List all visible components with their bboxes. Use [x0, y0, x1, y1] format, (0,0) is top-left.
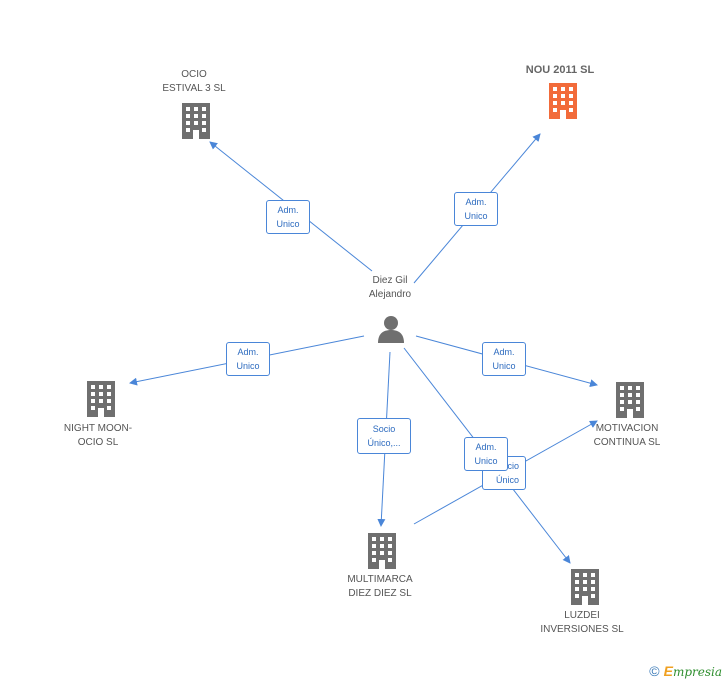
- copyright-icon: ©: [649, 663, 660, 679]
- edge-label-motivacion[interactable]: Adm. Unico: [482, 342, 526, 376]
- building-icon[interactable]: [180, 103, 212, 139]
- edge-label-luzdei-adm[interactable]: Adm. Unico: [464, 437, 508, 471]
- building-icon[interactable]: [569, 569, 601, 605]
- brand-initial: E: [663, 663, 673, 679]
- company-label-ocio-estival: OCIO ESTIVAL 3 SL: [162, 69, 226, 94]
- company-label-multimarca: MULTIMARCA DIEZ DIEZ SL: [347, 574, 413, 599]
- edge-label-night[interactable]: Adm. Unico: [226, 342, 270, 376]
- building-icon[interactable]: [614, 382, 646, 418]
- brand-name: mpresia: [672, 665, 722, 679]
- company-label-luzdei: LUZDEI INVERSIONES SL: [540, 610, 624, 635]
- building-icon[interactable]: [366, 533, 398, 569]
- edge-label-ocio[interactable]: Adm. Unico: [266, 200, 310, 234]
- person-name: Diez Gil Alejandro: [368, 275, 412, 300]
- building-icon[interactable]: [85, 381, 117, 417]
- footer-brand: ©Empresia: [649, 663, 722, 679]
- person-icon[interactable]: [376, 314, 406, 344]
- edge-label-multimarca[interactable]: Socio Único,...: [357, 418, 411, 454]
- company-label-night-moon: NIGHT MOON- OCIO SL: [63, 423, 133, 448]
- building-icon-highlighted[interactable]: [547, 83, 579, 119]
- company-label-motivacion: MOTIVACION CONTINUA SL: [593, 423, 661, 448]
- company-label-nou-2011: NOU 2011 SL: [525, 64, 595, 76]
- edge-label-nou[interactable]: Adm. Unico: [454, 192, 498, 226]
